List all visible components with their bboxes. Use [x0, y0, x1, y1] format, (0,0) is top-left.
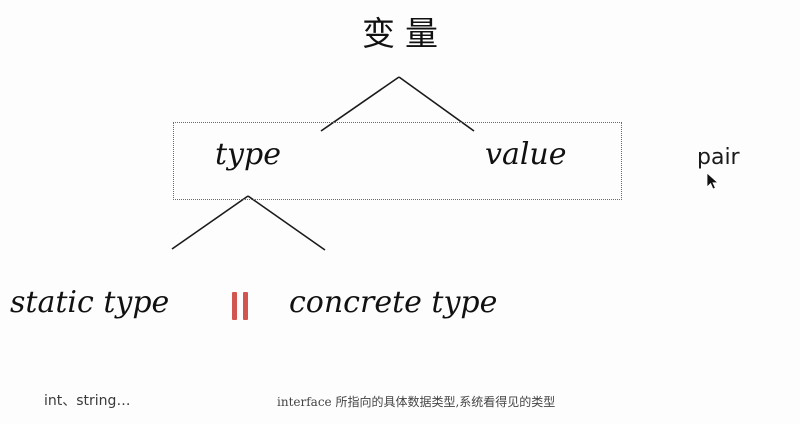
- node-label-concrete-type: concrete type: [289, 285, 498, 320]
- parallel-bar-right: [243, 292, 248, 320]
- note-static-type-examples: int、string…: [44, 393, 131, 409]
- parallel-bar-left: [232, 292, 237, 320]
- cursor-arrow-shape: [706, 172, 720, 190]
- pair-dotted-box: [173, 122, 622, 200]
- node-label-static-type: static type: [10, 285, 170, 320]
- connector-type-to-static: [171, 195, 249, 250]
- note-concrete-type-description: interface 所指向的具体数据类型,系统看得见的类型: [277, 395, 556, 409]
- node-label-type: type: [215, 137, 281, 172]
- arrow-pointer-icon: [706, 172, 720, 190]
- node-label-value: value: [485, 137, 567, 172]
- connector-type-to-concrete: [247, 195, 326, 251]
- page-title: 变量: [362, 14, 448, 53]
- pair-annotation-label: pair: [697, 145, 740, 170]
- parallel-bars-icon: [230, 292, 250, 320]
